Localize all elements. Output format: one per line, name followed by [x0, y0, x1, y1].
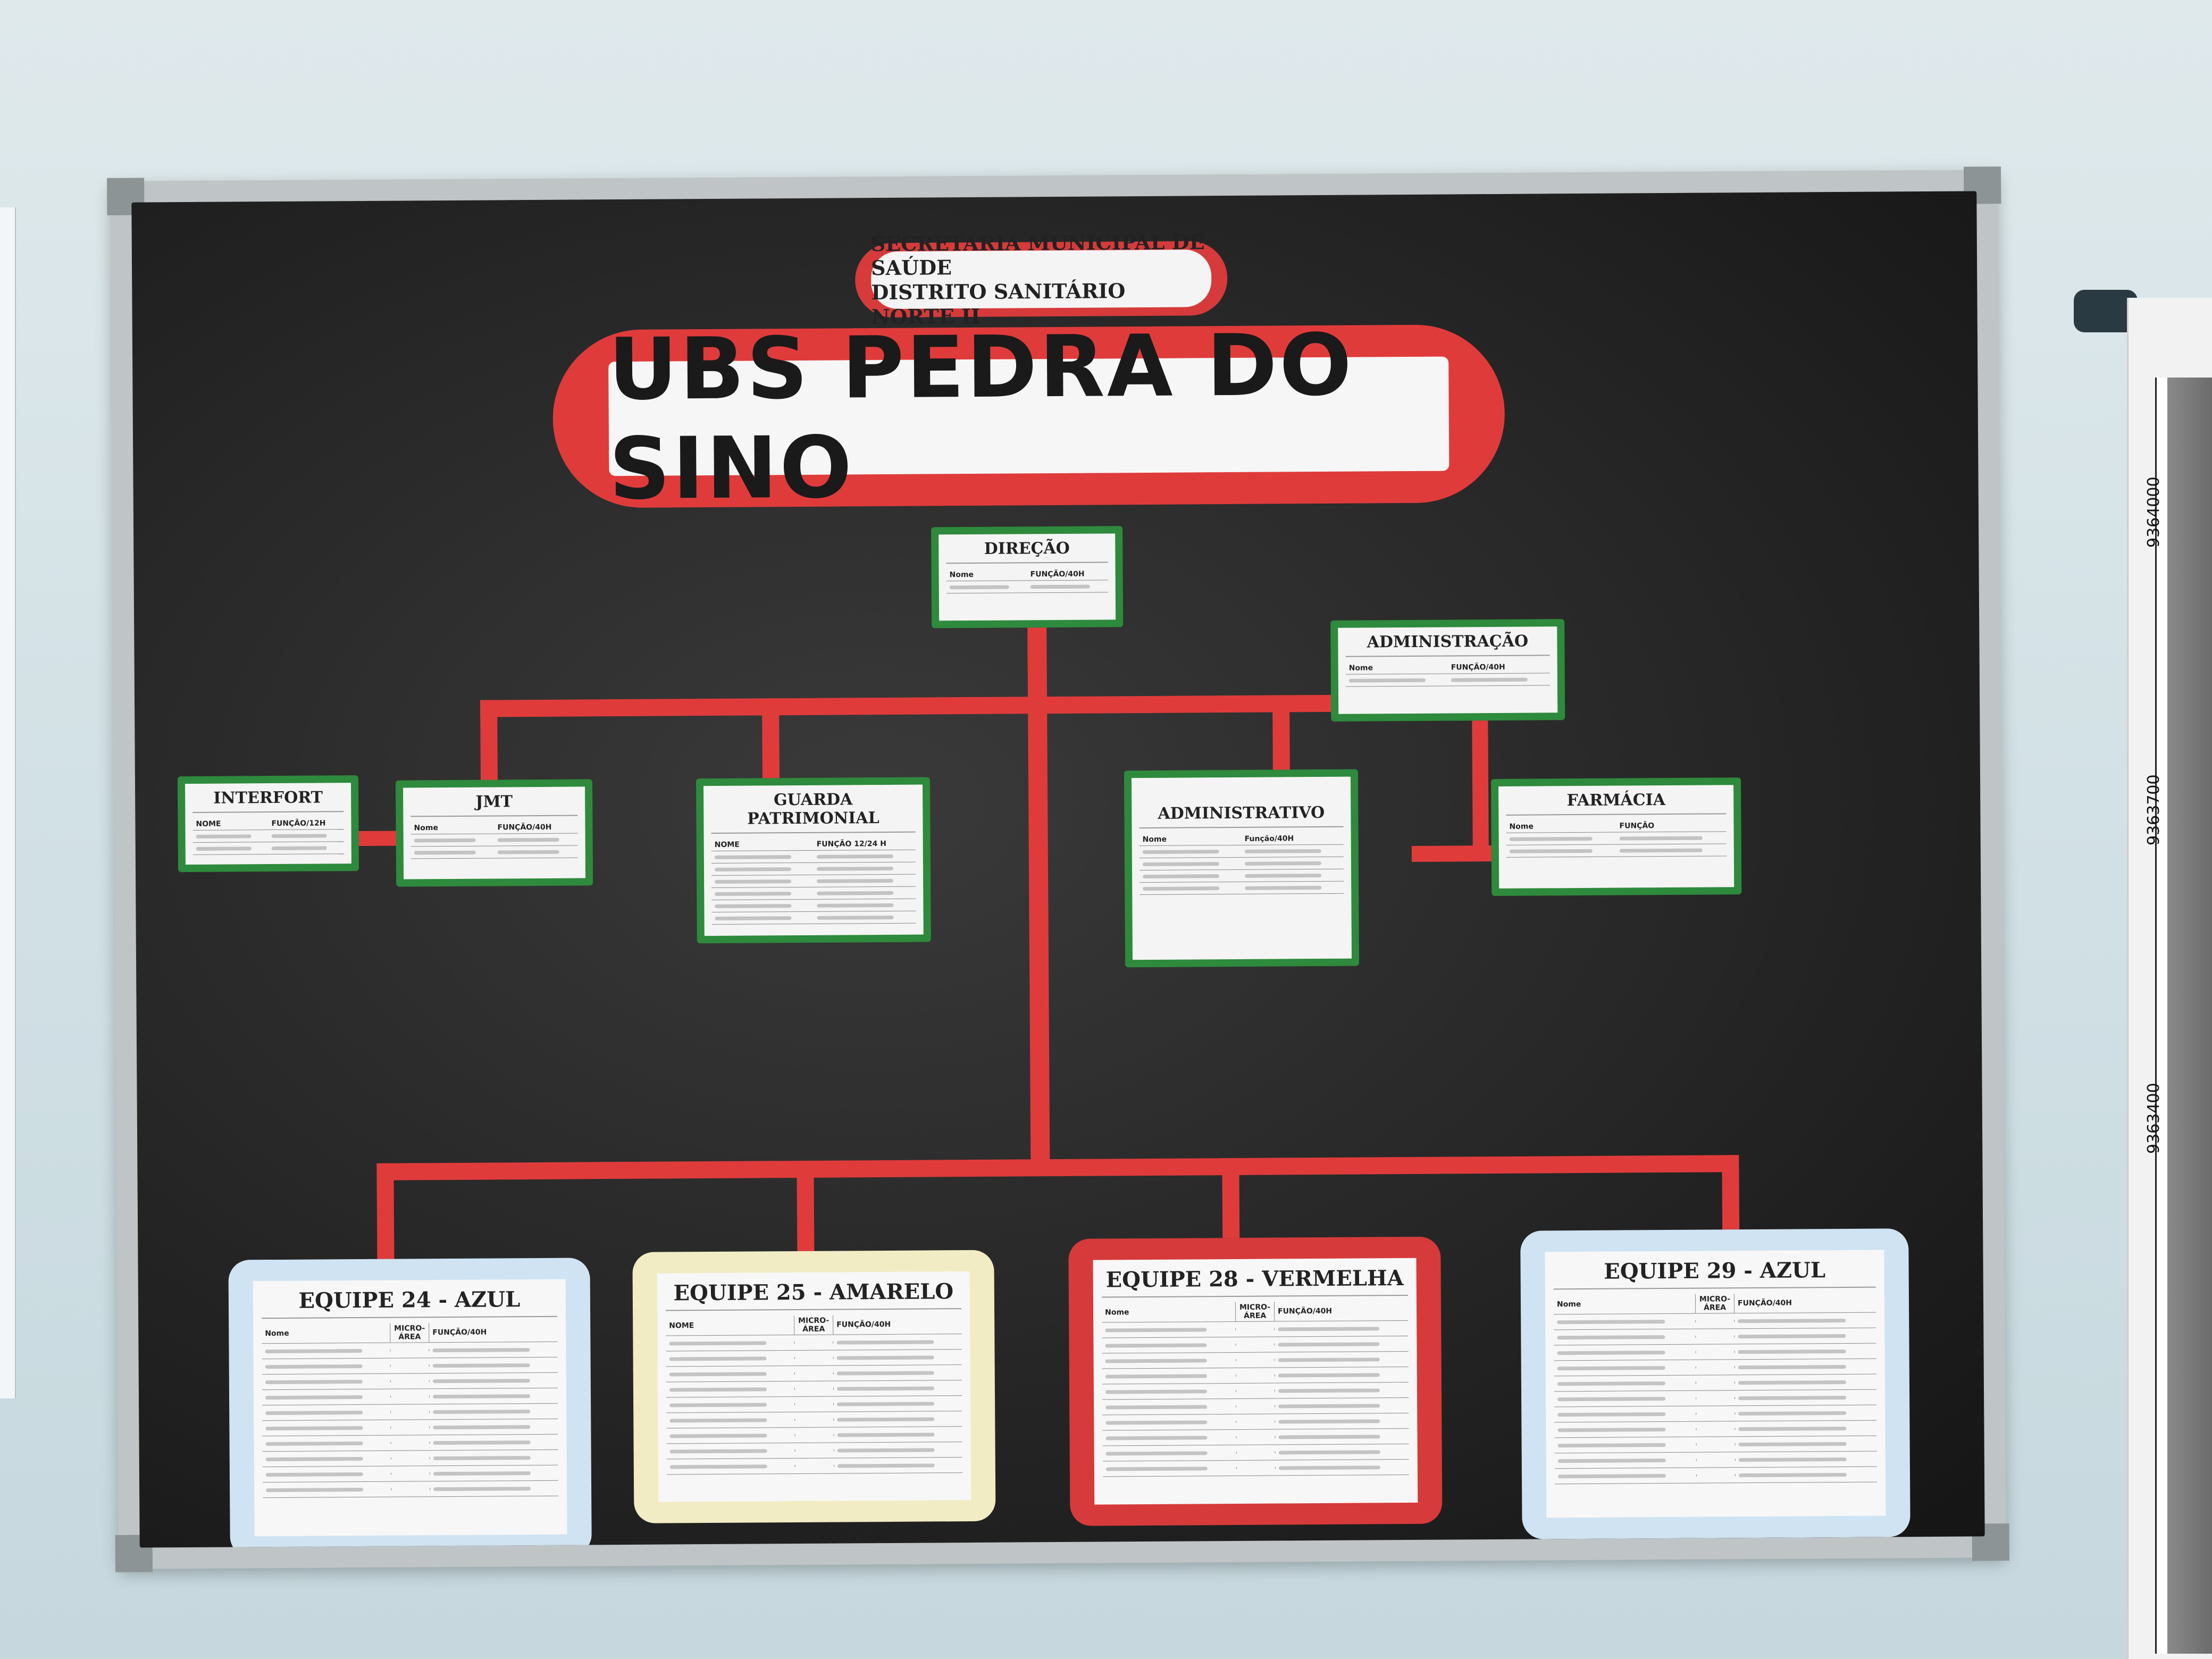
team-28-col-name: Nome — [1105, 1308, 1129, 1317]
administrativo-col-function: Função/40H — [1244, 834, 1294, 843]
connector-team-29 — [1722, 1155, 1740, 1230]
connector-team-24 — [376, 1163, 395, 1259]
ubs-title-banner: UBS PEDRA DO SINO — [552, 315, 1505, 518]
team-24-col-name: Nome — [265, 1329, 289, 1338]
guarda-col-function: FUNÇÃO 12/24 H — [816, 839, 886, 849]
map-coordinate-1: 9364000 — [2144, 476, 2163, 548]
administrativo-title: ADMINISTRATIVO — [1139, 803, 1344, 829]
team-28-col-micro: MICRO-ÁREA — [1235, 1302, 1275, 1321]
team-28-title: EQUIPE 28 - VERMELHA — [1101, 1265, 1408, 1298]
bulletin-board-frame: SECRETARIA MUNICIPAL DE SAÚDE DISTRITO S… — [107, 166, 2009, 1572]
map-coordinate-2: 9363700 — [2144, 774, 2163, 845]
administracao-title: ADMINISTRAÇÃO — [1345, 632, 1550, 657]
direcao-title: DIREÇÃO — [946, 539, 1108, 564]
guarda-title: GUARDA PATRIMONIAL — [711, 790, 916, 834]
team-29-col-function: FUNÇÃO/40H — [1737, 1298, 1792, 1308]
team-25-col-name: NOME — [669, 1321, 694, 1330]
direcao-col-function: FUNÇÃO/40H — [1030, 569, 1085, 579]
connector-administrativo — [1272, 695, 1290, 775]
administracao-card: ADMINISTRAÇÃO Nome FUNÇÃO/40H — [1330, 619, 1565, 722]
team-24-title: EQUIPE 24 - AZUL — [261, 1286, 558, 1319]
bulletin-board: SECRETARIA MUNICIPAL DE SAÚDE DISTRITO S… — [131, 191, 1985, 1548]
jmt-col-name: Nome — [414, 824, 438, 833]
jmt-col-function: FUNÇÃO/40H — [497, 823, 552, 832]
farmacia-title: FARMÁCIA — [1506, 790, 1727, 816]
guarda-patrimonial-card: GUARDA PATRIMONIAL NOME FUNÇÃO 12/24 H — [696, 777, 931, 944]
farmacia-card: FARMÁCIA Nome FUNÇÃO — [1490, 777, 1742, 896]
team-28-col-function: FUNÇÃO/40H — [1278, 1306, 1333, 1316]
interfort-col-name: NOME — [196, 819, 221, 828]
administracao-col-function: FUNÇÃO/40H — [1451, 663, 1505, 672]
team-29-title: EQUIPE 29 - AZUL — [1553, 1257, 1876, 1290]
farmacia-col-name: Nome — [1509, 822, 1534, 831]
interfort-col-function: FUNÇÃO/12H — [271, 819, 326, 828]
jmt-card: JMT Nome FUNÇÃO/40H — [395, 779, 593, 887]
map-image — [2155, 378, 2212, 1654]
administrativo-col-name: Nome — [1142, 835, 1167, 844]
connector-team-28 — [1222, 1158, 1240, 1238]
secretaria-line-1: SECRETARIA MUNICIPAL DE SAÚDE — [870, 230, 1205, 280]
team-24-col-micro: MICRO-ÁREA — [390, 1323, 430, 1343]
interfort-title: INTERFORT — [192, 788, 344, 813]
connector-team-25 — [797, 1160, 815, 1252]
administrativo-card: ADMINISTRATIVO Nome Função/40H — [1124, 769, 1360, 968]
wall-map-poster: 9364000 9363700 9363400 — [2127, 298, 2212, 1659]
connector-admin-farmacia — [1472, 710, 1489, 859]
map-coordinate-3: 9363400 — [2144, 1083, 2163, 1154]
secretaria-header: SECRETARIA MUNICIPAL DE SAÚDE DISTRITO S… — [854, 230, 1228, 329]
team-25-col-micro: MICRO-ÁREA — [794, 1315, 834, 1335]
team-24-col-function: FUNÇÃO/40H — [432, 1328, 487, 1337]
team-25-col-function: FUNÇÃO/40H — [836, 1320, 891, 1329]
ubs-title: UBS PEDRA DO SINO — [608, 315, 1449, 518]
team-29-col-name: Nome — [1556, 1300, 1581, 1309]
farmacia-col-function: FUNÇÃO — [1619, 822, 1655, 831]
connector-guarda — [762, 698, 780, 789]
interfort-card: INTERFORT NOME FUNÇÃO/12H — [177, 775, 359, 873]
connector-lower-bar — [376, 1155, 1738, 1180]
team-29-col-micro: MICRO-ÁREA — [1695, 1294, 1735, 1313]
connector-jmt — [480, 700, 498, 791]
administracao-col-name: Nome — [1348, 664, 1373, 673]
direcao-col-name: Nome — [949, 570, 974, 580]
guarda-col-name: NOME — [714, 840, 740, 849]
direcao-card: DIREÇÃO Nome FUNÇÃO/40H — [931, 526, 1124, 629]
jmt-title: JMT — [410, 792, 578, 817]
team-25-title: EQUIPE 25 - AMARELO — [665, 1279, 962, 1311]
left-wall-poster-edge — [0, 207, 16, 1398]
connector-interfort — [358, 831, 401, 847]
